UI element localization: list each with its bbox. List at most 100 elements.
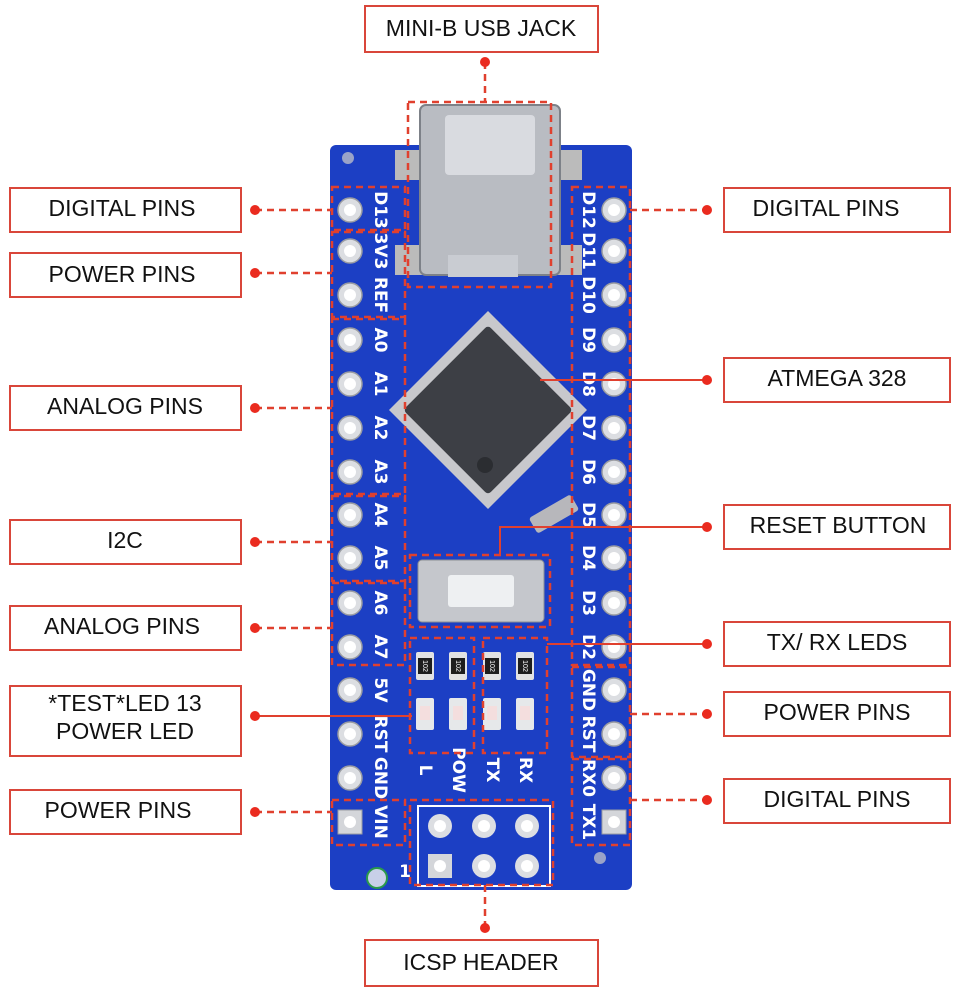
mounting-hole (342, 152, 354, 164)
icsp-highlight (408, 798, 555, 887)
pin-right-d10: D10 (578, 276, 627, 314)
pin-left-vin: VIN (337, 805, 390, 839)
pin-label: RST (370, 716, 390, 753)
pin-right-d9: D9 (578, 327, 627, 353)
svg-text:MINI-B USB JACK: MINI-B USB JACK (386, 15, 577, 41)
svg-text:TX/ RX LEDS: TX/ RX LEDS (767, 629, 908, 655)
svg-text:*TEST*LED 13: *TEST*LED 13 (48, 690, 201, 716)
pin-label: D7 (578, 415, 598, 441)
svg-text:I2C: I2C (107, 527, 143, 553)
icsp-pin (472, 854, 496, 878)
pin-label: D5 (578, 502, 598, 528)
reset-button[interactable] (417, 559, 545, 623)
pin-right-d4: D4 (578, 545, 627, 571)
pin-label: A4 (370, 503, 390, 528)
svg-text:DIGITAL PINS: DIGITAL PINS (49, 195, 196, 221)
pin-group-highlights (330, 185, 632, 847)
resistor-code: 102 (521, 660, 528, 672)
callout-atmega: ATMEGA 328 (723, 357, 951, 403)
pin-left-a3: A3 (337, 459, 390, 485)
led-label: POW (448, 747, 468, 793)
mounting-hole (366, 867, 388, 889)
pin-label: RX0 (578, 759, 598, 797)
resistor-code: 102 (421, 660, 428, 672)
pin-label: A7 (370, 635, 390, 660)
pin-label: D11 (578, 232, 598, 270)
callout-left-power-2: POWER PINS (9, 789, 242, 835)
callout-right-digital-2: DIGITAL PINS (723, 778, 951, 824)
pin-label: 3V3 (370, 233, 390, 270)
pin-label: A3 (370, 460, 390, 485)
pin-label: D13 (370, 191, 390, 229)
pin-right-rst: RST (578, 716, 627, 753)
svg-text:RESET BUTTON: RESET BUTTON (750, 512, 927, 538)
callout-left-analog: ANALOG PINS (9, 385, 242, 431)
icsp-pin (428, 814, 452, 838)
pin-left-a1: A1 (337, 371, 390, 397)
pin-right-gnd: GND (578, 669, 627, 711)
pin-left-a5: A5 (337, 545, 390, 571)
pin-label: D12 (578, 191, 598, 229)
pin-left-3v3: 3V3 (337, 233, 390, 270)
svg-text:POWER LED: POWER LED (56, 718, 194, 744)
callout-i2c: I2C (9, 519, 242, 565)
icsp-pin (428, 854, 452, 878)
pin-label: 5V (370, 678, 390, 704)
pin-right-rx0: RX0 (578, 759, 627, 797)
pin-label: GND (370, 757, 390, 799)
crystal (529, 495, 579, 533)
callout-left-digital: DIGITAL PINS (9, 187, 242, 233)
callout-usb: MINI-B USB JACK (364, 5, 599, 53)
led-label: L (415, 765, 435, 776)
callout-right-power: POWER PINS (723, 691, 951, 737)
pin-right-d2: D2 (578, 634, 627, 660)
pin-left-a4: A4 (337, 502, 390, 528)
callout-left-power: POWER PINS (9, 252, 242, 298)
resistor-code: 102 (454, 660, 461, 672)
pin-label: TX1 (578, 804, 598, 841)
pin-label: A5 (370, 546, 390, 571)
callout-txrx-leds: TX/ RX LEDS (723, 621, 951, 667)
icsp-pin1-label: 1 (399, 862, 411, 882)
pin-label: A0 (370, 328, 390, 353)
mounting-hole (594, 852, 606, 864)
pin-left-a2: A2 (337, 415, 390, 441)
icsp-pin (515, 854, 539, 878)
pin-left-a0: A0 (337, 327, 390, 353)
pin-right-d5: D5 (578, 502, 627, 528)
callout-icsp: ICSP HEADER (364, 939, 599, 987)
leader-lines (255, 62, 707, 928)
pin-left-a6: A6 (337, 590, 390, 616)
pin-left-rst: RST (337, 716, 390, 753)
pin-right-d6: D6 (578, 459, 627, 485)
callout-reset: RESET BUTTON (723, 504, 951, 550)
pin-label: D9 (578, 327, 598, 353)
led-label: TX (482, 758, 502, 783)
atmega328-chip (389, 311, 587, 509)
svg-text:ICSP HEADER: ICSP HEADER (403, 949, 559, 975)
pin-right-d12: D12 (578, 191, 627, 229)
pin-right-d3: D3 (578, 590, 627, 616)
pin-right-d11: D11 (578, 232, 627, 270)
pin-label: REF (370, 277, 390, 313)
led-label: RX (515, 757, 535, 783)
svg-text:ATMEGA 328: ATMEGA 328 (768, 365, 907, 391)
svg-text:DIGITAL PINS: DIGITAL PINS (764, 786, 911, 812)
icsp-pin (472, 814, 496, 838)
pin-label: D10 (578, 276, 598, 314)
icsp-pin (515, 814, 539, 838)
svg-text:ANALOG PINS: ANALOG PINS (44, 613, 200, 639)
pin-left-gnd: GND (337, 757, 390, 799)
pin-left-5v: 5V (337, 677, 390, 704)
callout-right-digital: DIGITAL PINS (723, 187, 951, 233)
pin-label: VIN (370, 805, 390, 839)
pin-label: A6 (370, 591, 390, 616)
pin-right-d7: D7 (578, 415, 627, 441)
pin-label: D8 (578, 371, 598, 397)
pin-label: RST (578, 716, 598, 753)
